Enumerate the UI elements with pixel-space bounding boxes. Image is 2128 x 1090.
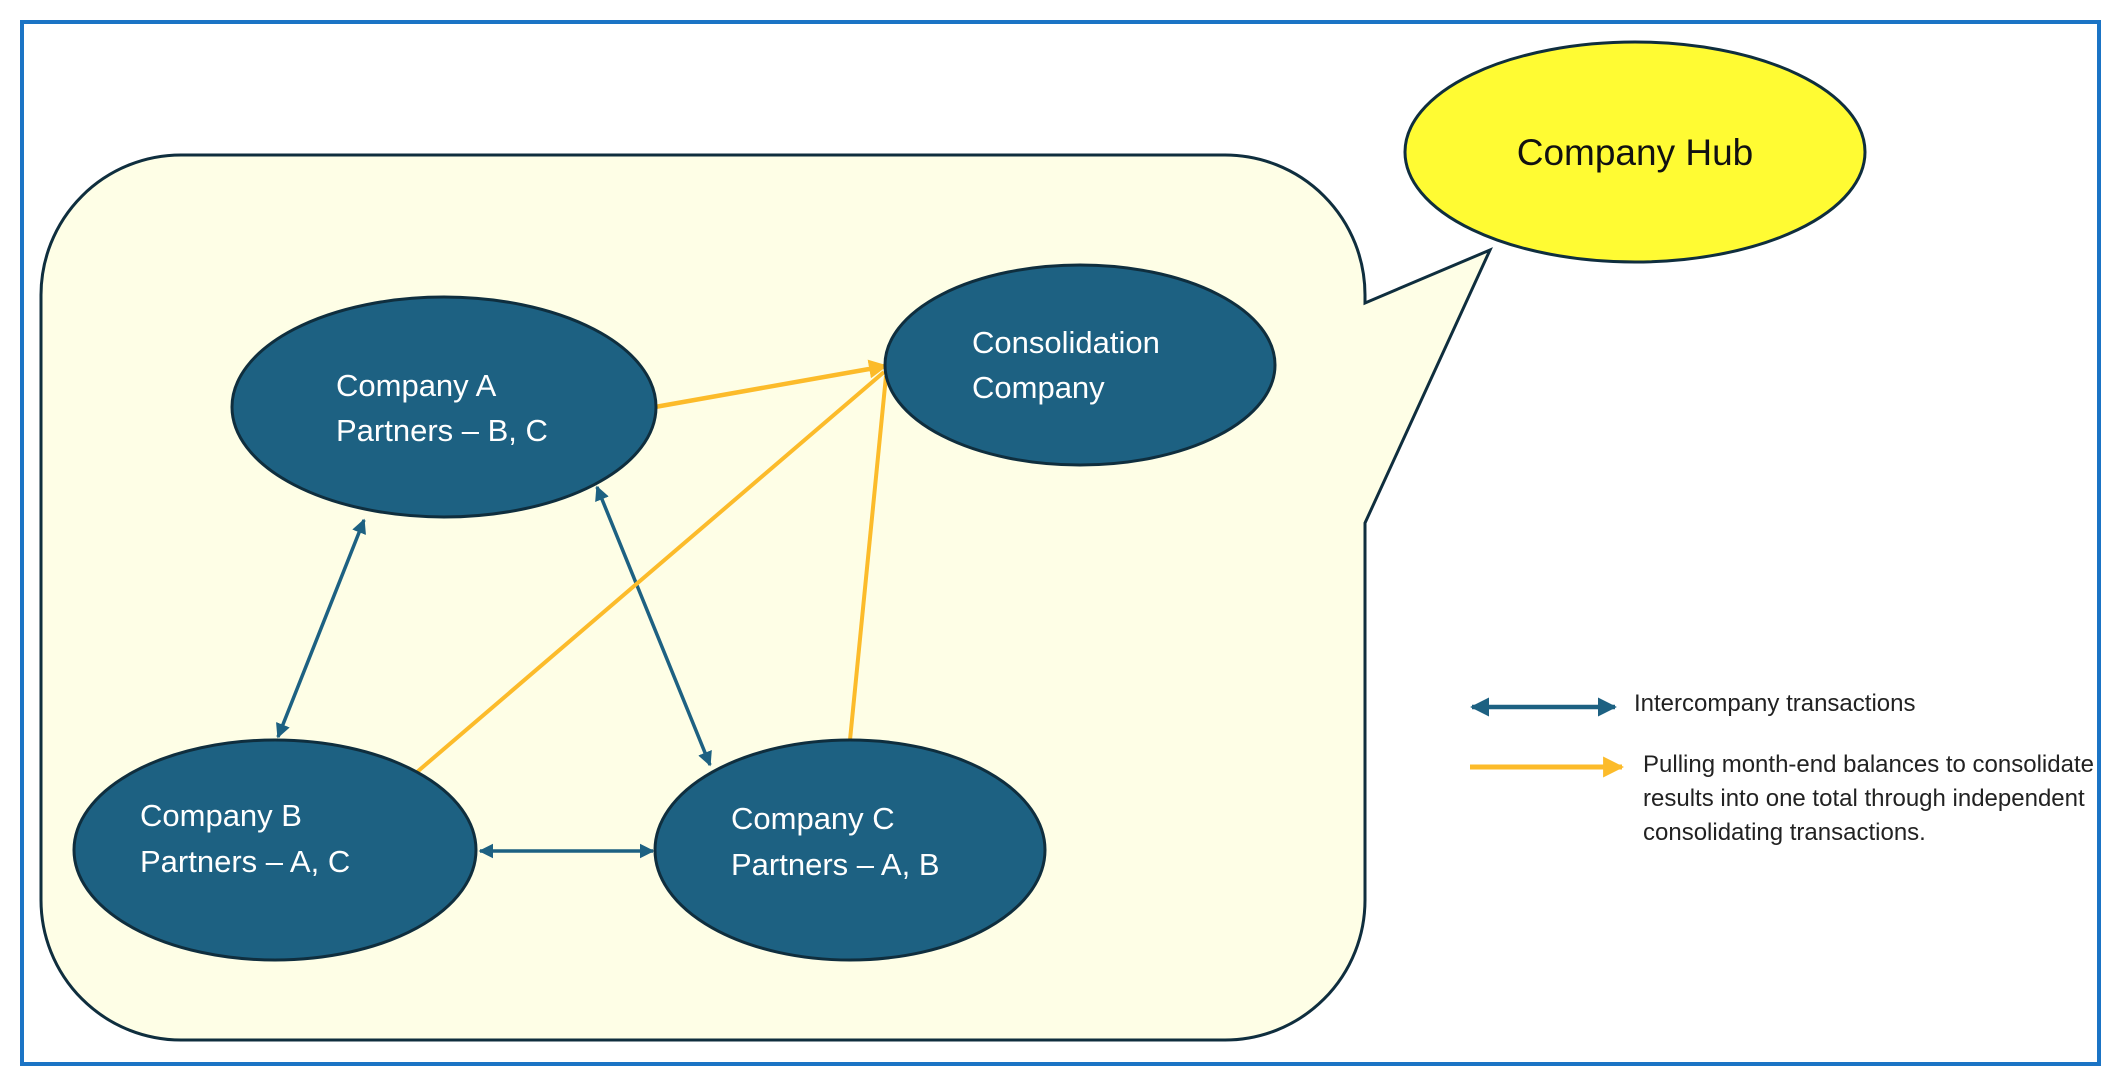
consolidation-arrow-c xyxy=(848,375,888,741)
company-c-node: Company C Partners – A, B xyxy=(653,738,1047,962)
diagram-frame xyxy=(20,20,2101,1066)
consolidation-company-line2: Company xyxy=(972,370,1105,405)
company-a-node: Company A Partners – B, C xyxy=(230,295,658,519)
legend-consolidation-label: Pulling month-end balances to consolidat… xyxy=(1643,751,2094,846)
consolidation-company-line1: Consolidation xyxy=(972,325,1160,360)
company-a-name: Company A xyxy=(336,368,497,403)
company-hub-label: Company Hub xyxy=(1517,132,1754,173)
company-a-partners: Partners – B, C xyxy=(336,413,548,448)
intercompany-arrow-a-c xyxy=(595,485,712,767)
company-c-name: Company C xyxy=(731,801,895,836)
legend-intercompany-label: Intercompany transactions xyxy=(1634,690,1916,717)
consolidation-arrow-a xyxy=(654,359,888,410)
company-b-node: Company B Partners – A, C xyxy=(72,738,478,962)
company-b-partners: Partners – A, C xyxy=(140,844,350,879)
intercompany-arrow-a-b xyxy=(276,518,366,739)
consolidation-arrow-b xyxy=(415,370,886,774)
company-hub-node: Company Hub xyxy=(1403,40,1867,264)
consolidation-company-node: Consolidation Company xyxy=(883,263,1277,467)
company-b-name: Company B xyxy=(140,798,302,833)
company-c-partners: Partners – A, B xyxy=(731,847,940,882)
